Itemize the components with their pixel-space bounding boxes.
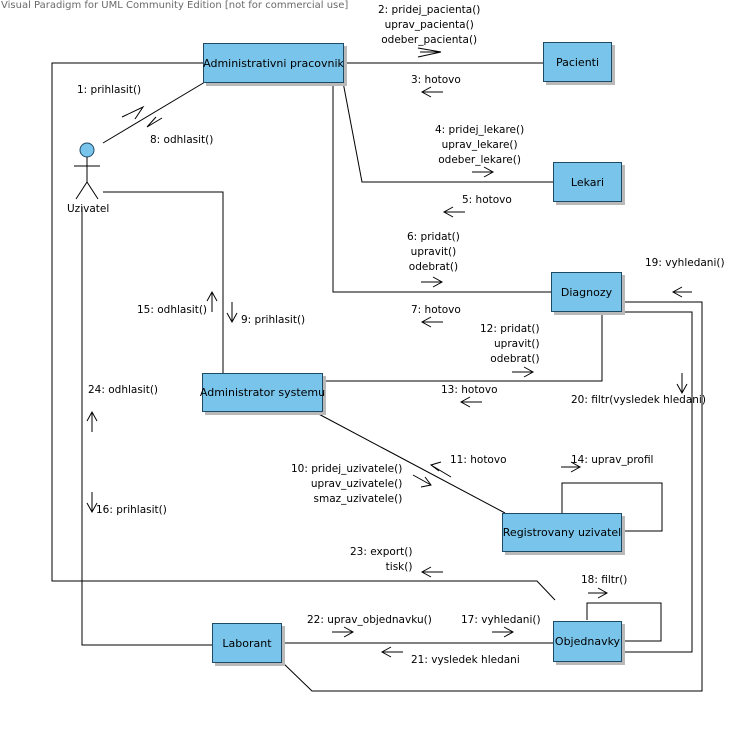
actor-leg-left (75, 181, 88, 200)
message-23: 23: export() tisk() (350, 545, 412, 575)
message-line: 11: hotovo (450, 454, 507, 466)
message-line: odeber_pacienta() (381, 34, 478, 46)
message-9: 9: prihlasit() (241, 313, 305, 328)
link-objednavky-diagnozy (622, 311, 693, 653)
object-objednavky[interactable]: Objednavky (553, 621, 622, 662)
message-line: upravit() (494, 338, 540, 350)
message-line: odebrat() (408, 261, 459, 273)
message-line: upravit() (410, 246, 457, 258)
message-7: 7: hotovo (411, 303, 461, 318)
message-line: 21: vysledek hledani (411, 654, 520, 666)
arrow-m8 (146, 116, 163, 128)
message-line: 13: hotovo (441, 384, 498, 396)
message-line: tisk() (385, 561, 413, 573)
arrow-m1 (121, 105, 145, 120)
message-12: 12: pridat() upravit() odebrat() (480, 322, 540, 367)
object-pacienti[interactable]: Pacienti (543, 42, 612, 82)
link-adminsys-diagnozy (323, 312, 603, 382)
actor-leg-right (86, 181, 99, 200)
message-line: uprav_uzivatele() (310, 478, 403, 490)
object-lekari[interactable]: Lekari (553, 162, 622, 202)
message-6: 6: pridat() upravit() odebrat() (407, 230, 460, 275)
message-11: 11: hotovo (450, 453, 507, 468)
message-line: 20: filtr(vysledek hledani) (571, 394, 706, 406)
message-3: 3: hotovo (411, 73, 461, 88)
object-diagnozy[interactable]: Diagnozy (551, 272, 622, 312)
link-adminprac-diagnozy (332, 82, 551, 293)
message-line: 1: prihlasit() (77, 84, 142, 96)
object-registrovany-uzivatel[interactable]: Registrovany uzivatel (502, 513, 622, 552)
message-line: 4: pridej_lekare() (435, 124, 525, 136)
message-line: 24: odhlasit() (88, 384, 159, 396)
message-21: 21: vysledek hledani (411, 653, 520, 668)
message-line: 17: vyhledani() (461, 614, 541, 626)
message-line: uprav_lekare() (441, 139, 518, 151)
message-13: 13: hotovo (441, 383, 498, 398)
arrow-m10-shaft (412, 474, 432, 486)
message-line: smaz_uzivatele() (313, 493, 403, 505)
message-16: 16: prihlasit() (96, 503, 167, 518)
message-1: 1: prihlasit() (77, 83, 141, 98)
message-line: 23: export() (350, 546, 413, 558)
link-registrovany-self (561, 482, 663, 532)
message-24: 24: odhlasit() (88, 383, 158, 398)
message-line: odebrat() (490, 353, 540, 365)
message-line: 10: pridej_uzivatele() (291, 463, 403, 475)
link-uzivatel-adminsys (103, 191, 224, 373)
message-line: uprav_pacienta() (384, 19, 474, 31)
message-4: 4: pridej_lekare() uprav_lekare() odeber… (435, 123, 524, 168)
link-adminprac-objednavky (51, 62, 556, 601)
message-18: 18: filtr() (581, 573, 627, 588)
message-line: 18: filtr() (581, 574, 628, 586)
message-15: 15: odhlasit() (137, 303, 207, 318)
message-19: 19: vyhledani() (645, 256, 725, 271)
actor-head (79, 142, 95, 158)
arrow-m11-shaft (430, 464, 452, 478)
message-line: 3: hotovo (411, 74, 461, 86)
link-adminsys-registrovany (312, 410, 506, 514)
link-uzivatel-laborant (81, 207, 212, 646)
object-administrator-systemu[interactable]: Administrator systemu (200, 373, 325, 412)
message-line: 9: prihlasit() (241, 314, 306, 326)
message-line: 8: odhlasit() (150, 134, 214, 146)
message-line: 2: pridej_pacienta() (378, 4, 481, 16)
actor-label: Uzivatel (67, 203, 110, 215)
message-line: 22: uprav_objednavku() (307, 614, 432, 626)
message-2: 2: pridej_pacienta() uprav_pacienta() od… (378, 3, 480, 48)
message-line: 16: prihlasit() (96, 504, 167, 516)
message-line: 14: uprav_profil (571, 454, 654, 466)
message-line: 19: vyhledani() (645, 257, 725, 269)
message-20: 20: filtr(vysledek hledani) (571, 393, 706, 408)
link-uzivatel-adminprac (102, 81, 206, 144)
message-10: 10: pridej_uzivatele() uprav_uzivatele()… (291, 462, 402, 507)
watermark-text: Visual Paradigm for UML Community Editio… (1, 0, 349, 11)
message-17: 17: vyhledani() (461, 613, 541, 628)
message-line: 7: hotovo (411, 304, 461, 316)
link-laborant-diagnozy (281, 301, 703, 692)
message-5: 5: hotovo (462, 193, 512, 208)
message-line: 5: hotovo (462, 194, 512, 206)
message-14: 14: uprav_profil (571, 453, 653, 468)
object-administrativni-pracovnik[interactable]: Administrativni pracovnik (203, 43, 344, 83)
message-22: 22: uprav_objednavku() (307, 613, 432, 628)
message-line: 6: pridat() (407, 231, 460, 243)
link-objednavky-self (586, 602, 662, 642)
message-line: 15: odhlasit() (137, 304, 208, 316)
message-8: 8: odhlasit() (150, 133, 213, 148)
link-adminprac-lekari (342, 81, 553, 183)
object-laborant[interactable]: Laborant (212, 623, 282, 663)
message-line: odeber_lekare() (438, 154, 521, 166)
message-line: 12: pridat() (480, 323, 540, 335)
